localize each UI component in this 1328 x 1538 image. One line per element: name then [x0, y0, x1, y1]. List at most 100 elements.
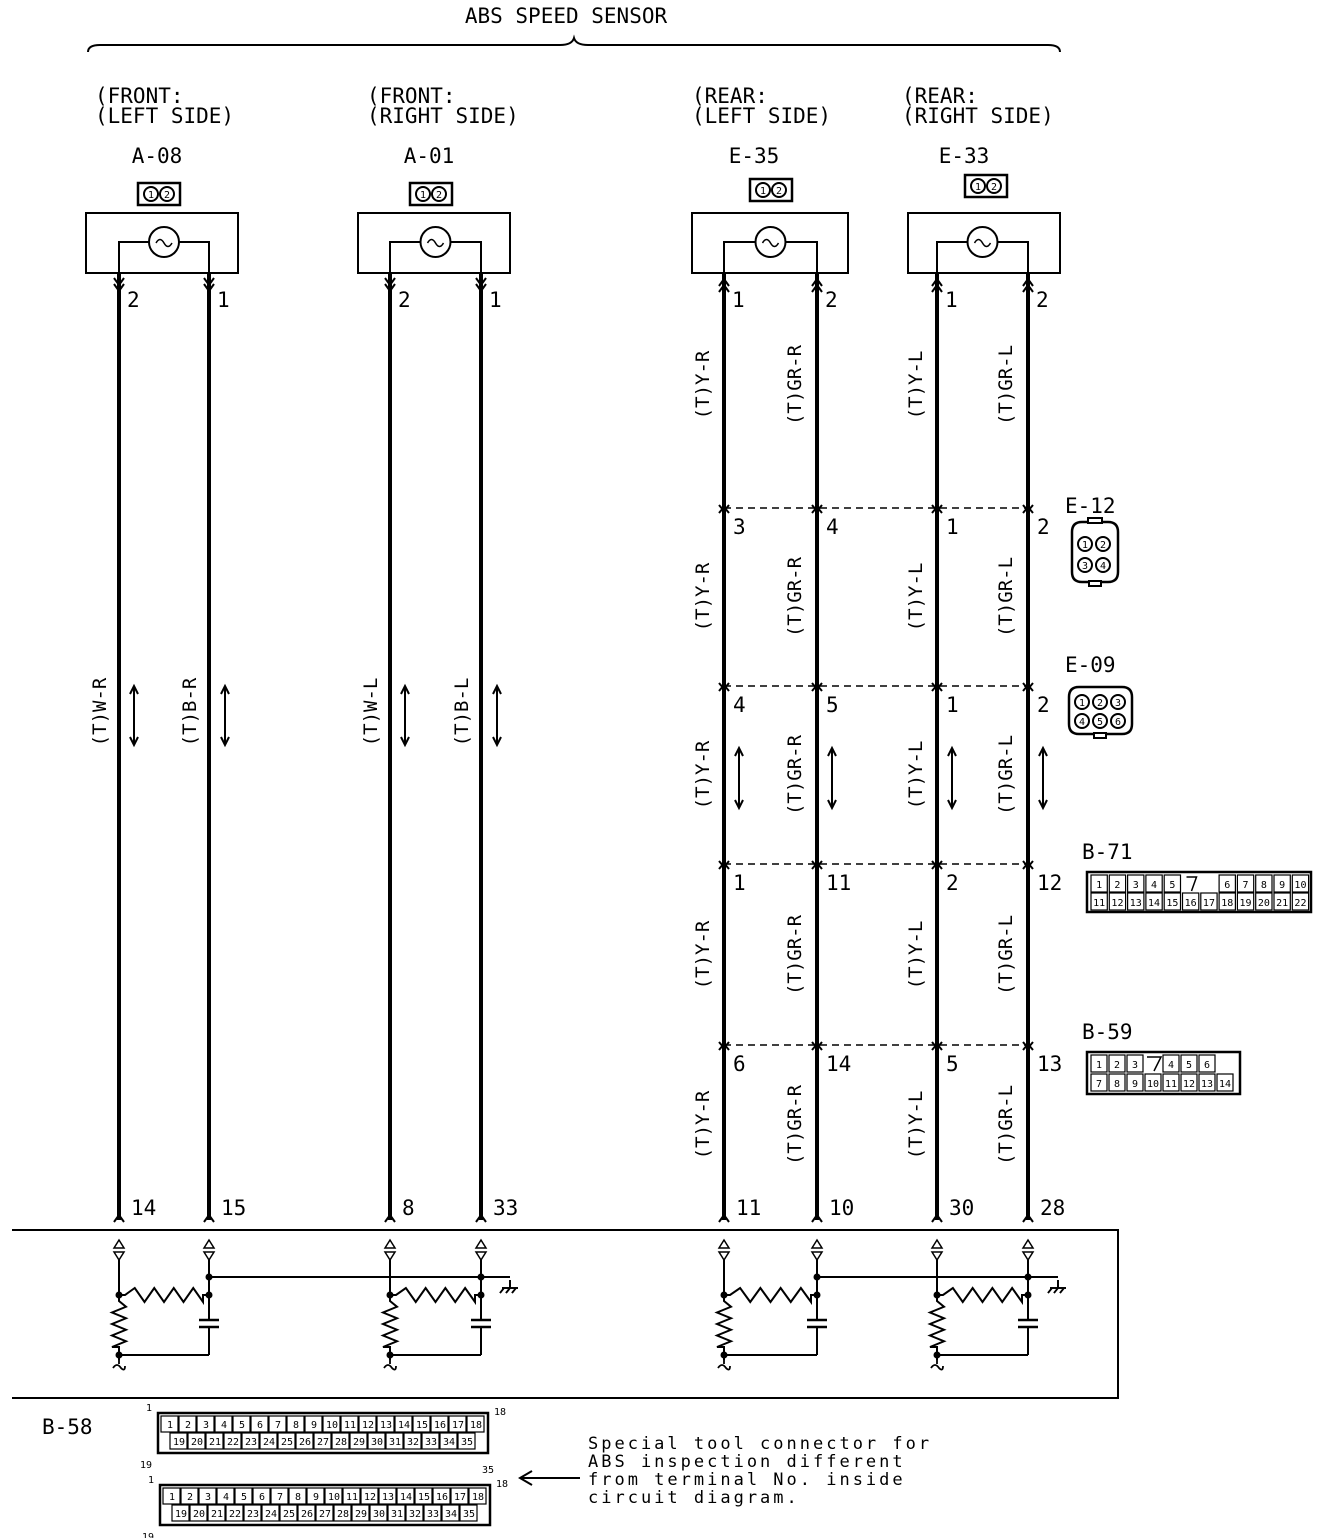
connector-latch — [1093, 732, 1107, 739]
cell-number: 2 — [185, 1420, 191, 1431]
connector-cell — [1126, 892, 1145, 911]
terminal-arrow-icon — [931, 1213, 943, 1223]
junction-terminal-icon — [718, 860, 730, 870]
pin-glyph: 4 — [1079, 717, 1085, 728]
junction-terminal-icon — [1022, 860, 1034, 870]
connector-cell — [1163, 874, 1182, 893]
cell-number: 12 — [362, 1420, 374, 1431]
cell-number: 7 — [277, 1492, 283, 1503]
wire-color-label: (T)Y-R — [692, 562, 714, 631]
connector-cell — [423, 1504, 442, 1522]
resistor-icon — [927, 1295, 947, 1353]
pin-glyph: 2 — [436, 190, 442, 201]
ecu-pin-number: 33 — [493, 1196, 518, 1220]
cell-number: 3 — [205, 1492, 211, 1503]
connector-cell — [369, 1504, 388, 1522]
cell-number: 35 — [461, 1437, 473, 1448]
connector-label: B-58 — [42, 1415, 93, 1439]
junction-pin-number: 1 — [946, 515, 959, 539]
junction-pin-number: 6 — [733, 1052, 746, 1076]
cell-number: 23 — [247, 1509, 259, 1520]
cell-number: 16 — [436, 1492, 448, 1503]
connector-cell — [295, 1432, 314, 1450]
terminal-arrow-icon — [1022, 1213, 1034, 1223]
terminal-icon — [474, 1238, 488, 1249]
connector-cell — [414, 1487, 433, 1505]
cell-number: 34 — [445, 1509, 457, 1520]
connector-cell — [1273, 892, 1291, 911]
junction-terminal-icon — [811, 682, 823, 692]
direction-arrow — [1038, 799, 1048, 811]
junction-terminal-icon — [718, 1041, 730, 1051]
terminal-arrow-icon — [1022, 277, 1034, 293]
cell-number: 1 — [167, 1420, 173, 1431]
connector-cell — [1090, 892, 1108, 911]
cell-number: 26 — [301, 1509, 313, 1520]
connector-cell — [189, 1504, 208, 1522]
cell-number: 8 — [1261, 880, 1267, 891]
connector-cell — [1291, 874, 1310, 893]
keyway-mark — [1147, 1056, 1163, 1072]
cell-number: 20 — [193, 1509, 205, 1520]
terminal-icon — [202, 1251, 216, 1262]
connector-cell — [306, 1487, 325, 1505]
connector-cell — [378, 1487, 397, 1505]
connector-cell — [394, 1415, 413, 1433]
connector-pin — [1110, 713, 1126, 729]
connector-cell — [279, 1504, 298, 1522]
sine-icon — [973, 238, 992, 248]
connector-cell — [450, 1487, 469, 1505]
junction-terminal-icon — [718, 504, 730, 514]
wire-color-label: (T)GR-R — [784, 734, 806, 815]
connector-cell — [225, 1504, 244, 1522]
cell-number: 7 — [275, 1420, 281, 1431]
terminal-arrow-icon — [203, 277, 215, 293]
resistor-icon — [109, 1295, 129, 1353]
ecu-pin-number: 15 — [221, 1196, 246, 1220]
connector-cell — [331, 1432, 350, 1450]
connector-cell — [349, 1432, 368, 1450]
terminal-arrow-icon — [718, 277, 730, 293]
cell-number: 24 — [265, 1509, 277, 1520]
direction-arrow — [400, 736, 410, 748]
connector-cell — [1291, 892, 1310, 911]
sensor-lead — [450, 241, 482, 274]
cell-number: 13 — [1201, 1079, 1213, 1090]
keyway-mark — [1186, 876, 1198, 892]
pin-number: 1 — [217, 288, 230, 312]
cell-number: 6 — [259, 1492, 265, 1503]
cell-number: 14 — [1148, 898, 1160, 909]
connector-cell — [1090, 1073, 1108, 1092]
connector-cell — [261, 1504, 280, 1522]
cell-number: 2 — [187, 1492, 193, 1503]
cell-number: 11 — [1165, 1079, 1177, 1090]
direction-arrow — [734, 799, 744, 811]
cell-number: 7 — [1243, 880, 1249, 891]
junction-pin-number: 13 — [1037, 1052, 1062, 1076]
connector-cell — [1181, 892, 1200, 911]
ecu-pin-number: 30 — [949, 1196, 974, 1220]
cell-number: 7 — [1096, 1079, 1102, 1090]
pin-glyph: 2 — [164, 190, 170, 201]
junction-pin-number: 4 — [733, 693, 746, 717]
cell-number: 8 — [1114, 1079, 1120, 1090]
connector-cell — [205, 1432, 224, 1450]
sensor-lead — [179, 241, 210, 274]
connector-cell — [259, 1432, 278, 1450]
connector-pin — [771, 182, 787, 198]
cell-number: 26 — [299, 1437, 311, 1448]
node-dot — [1024, 1273, 1032, 1281]
wire-color-label: (T)GR-L — [995, 735, 1017, 815]
sine-icon — [761, 238, 780, 248]
pin-number: 1 — [489, 288, 502, 312]
direction-arrow — [947, 799, 957, 811]
cell-number: 13 — [380, 1420, 392, 1431]
cell-number: 9 — [1132, 1079, 1138, 1090]
junction-terminal-icon — [811, 860, 823, 870]
cell-number: 2 — [1114, 1060, 1120, 1071]
connector-cell — [358, 1415, 377, 1433]
connector-label: E-33 — [939, 144, 990, 168]
cell-number: 5 — [241, 1492, 247, 1503]
cell-number: 24 — [263, 1437, 275, 1448]
corner-number: 19 — [140, 1460, 152, 1471]
